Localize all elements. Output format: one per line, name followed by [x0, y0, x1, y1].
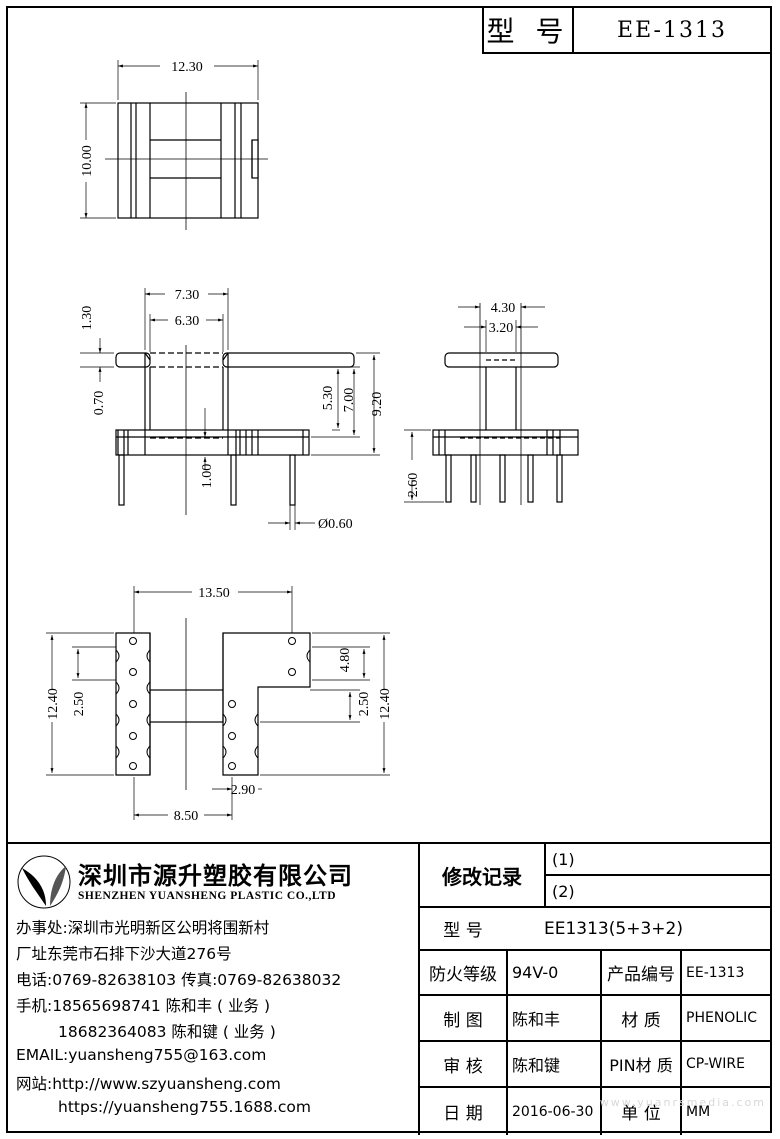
checked-by-value: 陈和键 [512, 1056, 561, 1075]
unit-value: MM [686, 1103, 711, 1120]
model-label: 型 号 [484, 8, 574, 52]
dim-side-w2: 3.20 [489, 321, 514, 336]
dim-front-130: 1.30 [80, 306, 95, 331]
dim-front-920: 9.20 [370, 392, 385, 417]
email: EMAIL:yuansheng755@163.com [16, 1046, 267, 1064]
phone-fax: 电话:0769-82638103 传真:0769-82638032 [16, 971, 342, 989]
drawn-by-label: 制 图 [443, 1010, 483, 1031]
revision-1: (1) [552, 849, 575, 869]
website-2: https://yuansheng755.1688.com [58, 1098, 311, 1116]
model-value: EE-1313 [617, 17, 727, 43]
model-box: 型 号 EE-1313 [482, 6, 772, 54]
bottom-view [46, 586, 390, 820]
title-block: 深圳市源升塑胶有限公司 SHENZHEN YUANSHENG PLASTIC C… [6, 842, 772, 1135]
title-grid: 修改记录 (1) (2) 型 号 EE1313(5+3+2) 防火等级 94V-… [420, 844, 772, 1135]
top-view [80, 60, 268, 230]
dim-top-width: 12.30 [171, 60, 203, 75]
revision-label: 修改记录 [442, 864, 522, 889]
dim-bottom-480: 4.80 [338, 648, 353, 673]
type-value: EE1313(5+3+2) [544, 918, 683, 939]
checked-by-label: 审 核 [443, 1056, 483, 1077]
pin-material-value: CP-WIRE [686, 1056, 745, 1072]
fire-rating-label: 防火等级 [429, 965, 497, 985]
mobile-2: 18682364083 陈和键 ( 业务 ) [58, 1023, 276, 1041]
dim-bottom-290: 2.90 [231, 783, 256, 798]
drawn-by-value: 陈和丰 [512, 1010, 561, 1029]
dim-bottom-height-left: 12.40 [46, 688, 61, 720]
fire-rating-value: 94V-0 [512, 963, 559, 982]
company-info: 深圳市源升塑胶有限公司 SHENZHEN YUANSHENG PLASTIC C… [6, 844, 420, 1135]
date-value: 2016-06-30 [512, 1103, 594, 1120]
office-address: 办事处:深圳市光明新区公明将围新村 [16, 919, 270, 937]
dim-bottom-height-right: 12.40 [378, 688, 393, 720]
dim-side-w1: 4.30 [491, 301, 516, 316]
dim-bottom-width: 13.50 [198, 586, 230, 601]
product-code-label: 产品编号 [607, 965, 675, 985]
factory-address: 厂址东莞市石排下沙大道276号 [16, 945, 232, 963]
material-value: PHENOLIC [686, 1010, 758, 1026]
dim-front-070: 0.70 [92, 391, 107, 416]
dim-side-height: 2.60 [406, 473, 421, 498]
watermark: www.yuanrsmedia.com [599, 1096, 766, 1109]
unit-label: 单 位 [621, 1104, 661, 1124]
type-label: 型 号 [443, 921, 483, 941]
mobile-1: 手机:18565698741 陈和丰 ( 业务 ) [16, 997, 271, 1015]
side-view [404, 303, 579, 505]
pin-material-label: PIN材 质 [609, 1056, 673, 1075]
revision-2: (2) [552, 881, 575, 901]
dim-front-w1: 7.30 [175, 288, 200, 303]
technical-drawing: 12.30 10.00 [46, 60, 579, 824]
dim-front-700: 7.00 [342, 388, 357, 413]
dim-bottom-850: 8.50 [174, 809, 199, 824]
drawing-sheet [6, 6, 772, 1133]
dim-front-100: 1.00 [200, 464, 215, 489]
date-label: 日 期 [443, 1104, 483, 1124]
dim-bottom-pitch-right: 2.50 [357, 692, 372, 717]
dim-front-w2: 6.30 [175, 314, 200, 329]
product-code-value: EE-1313 [686, 964, 745, 981]
company-logo-icon [17, 855, 71, 909]
dim-top-height: 10.00 [80, 145, 95, 177]
company-name-en: SHENZHEN YUANSHENG PLASTIC CO.,LTD [78, 890, 337, 902]
company-name-cn: 深圳市源升塑胶有限公司 [78, 862, 353, 890]
dim-bottom-pitch-left: 2.50 [72, 692, 87, 717]
material-label: 材 质 [621, 1010, 661, 1031]
dim-pin-diameter: Ø0.60 [318, 517, 353, 532]
website-1: 网站:http://www.szyuansheng.com [16, 1075, 281, 1093]
front-view [80, 288, 380, 530]
dim-front-530: 5.30 [321, 386, 336, 411]
